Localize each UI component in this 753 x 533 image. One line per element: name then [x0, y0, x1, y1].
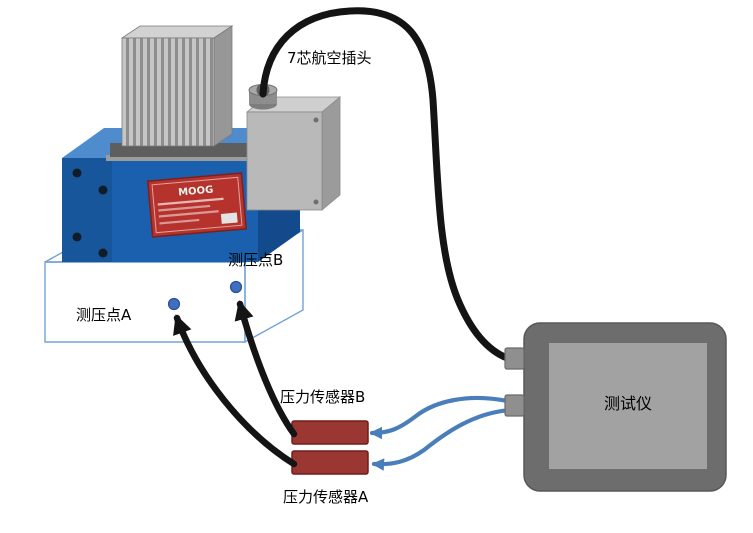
sensor-b-label: 压力传感器B [280, 388, 366, 406]
arrow-to-test-point-a [173, 314, 298, 468]
valve-heatsink [120, 25, 234, 147]
pressure-sensor-a [291, 450, 369, 475]
test-point-a-dot [167, 297, 181, 311]
test-point-dots [167, 280, 243, 311]
housing-screw [313, 199, 319, 205]
heatsink-right-face [213, 25, 233, 147]
arrow-to-test-point-b [234, 300, 298, 438]
valve-motor-housing [245, 96, 342, 211]
plug-label: 7芯航空插头 [287, 49, 372, 67]
blue-cable-to-sensor-a [371, 407, 515, 471]
nameplate-barcode [220, 212, 238, 224]
sensor-a-label: 压力传感器A [283, 488, 369, 506]
aviation-connector [248, 83, 278, 110]
tester-label: 测试仪 [603, 394, 652, 413]
housing-front-face [246, 111, 323, 211]
servo-valve: MOOG [62, 25, 342, 262]
valve-mounting-plate [106, 155, 254, 161]
connector-cable [259, 7, 511, 362]
heatsink-top-face [120, 25, 234, 39]
test-point-b-dot [229, 280, 243, 294]
tester-to-sensor-cables [369, 395, 515, 471]
tester-port-top [504, 347, 525, 370]
valve-brand-text: MOOG [178, 185, 214, 199]
test-point-a-label: 测压点A [76, 306, 132, 324]
tester-port-bottom [504, 394, 525, 417]
tester-screen [549, 343, 707, 469]
housing-screw [313, 117, 319, 123]
tester-device [523, 322, 727, 492]
valve-mounting-plate-dark [110, 143, 250, 157]
valve-nameplate: MOOG [146, 172, 248, 238]
valve-left-flange [62, 158, 112, 262]
valve-bolt-holes [72, 168, 108, 258]
heatsink-fins [121, 37, 215, 147]
tester-ports [504, 347, 525, 417]
manifold-front-face [44, 261, 246, 343]
test-point-b-label: 测压点B [228, 251, 284, 269]
sensor-to-testpoint-arrows [173, 300, 298, 468]
housing-right-face [321, 96, 341, 211]
pressure-sensor-b [291, 420, 369, 445]
blue-cable-to-sensor-b [369, 395, 515, 440]
pressure-sensors [291, 420, 369, 475]
